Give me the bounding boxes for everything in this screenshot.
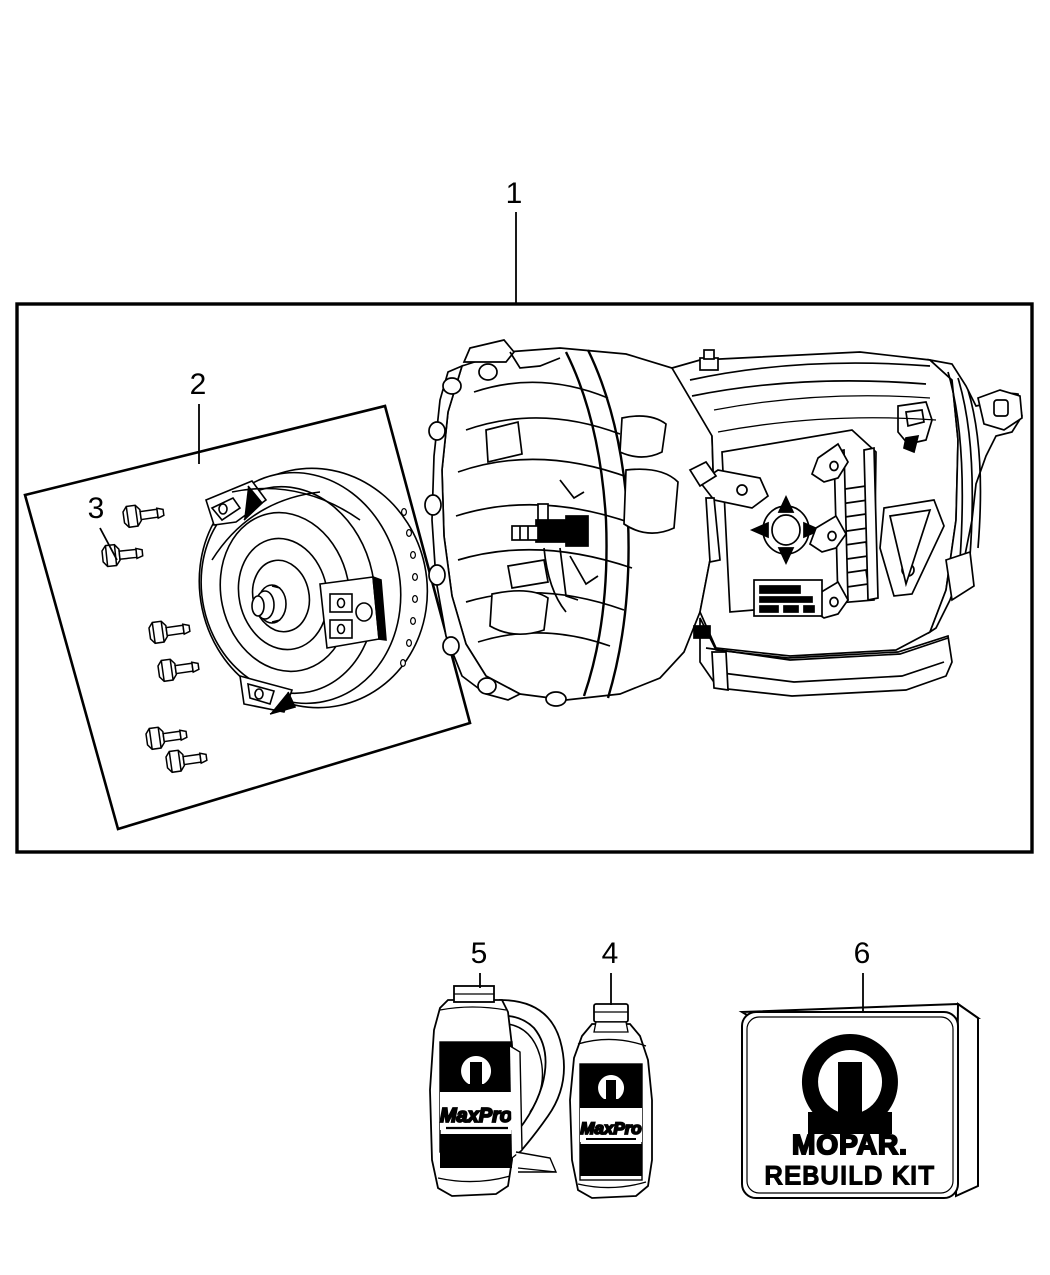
bottle-shoulder-contour	[577, 1038, 647, 1047]
transmission-oil-pan	[693, 617, 953, 697]
kit-brand-text: MOPAR.	[792, 1129, 908, 1160]
transmission-assembly-group	[15, 302, 1034, 854]
input-shaft-assembly	[511, 479, 599, 613]
bell-housing-boss	[507, 559, 549, 589]
transmission-id-plate	[753, 579, 823, 617]
bottle-bottom-contour	[577, 1181, 647, 1189]
transmission-fluid-quart: MaxPro	[569, 1003, 653, 1199]
automatic-transmission	[424, 339, 1023, 707]
leader-line-3	[99, 527, 118, 561]
kit-subtitle-text: REBUILD KIT	[765, 1162, 936, 1190]
oil-pan-corner	[711, 651, 729, 691]
bottle-neck	[593, 1021, 629, 1033]
jug-brand-text: MaxPro	[440, 1105, 512, 1127]
callout-leaders	[99, 212, 864, 1012]
callout-number-6: 6	[854, 937, 871, 970]
torque-converter	[198, 467, 429, 715]
bolt	[165, 749, 208, 774]
bell-housing	[424, 339, 715, 707]
kit-box-front-inner-edge	[746, 1016, 954, 1194]
bell-housing-flange	[431, 364, 522, 701]
jug-label-mid-stripe	[440, 1092, 512, 1130]
solenoid-connector-boss	[749, 494, 823, 566]
converter-hub	[251, 584, 287, 624]
bottle-label-bottom-band	[580, 1144, 642, 1176]
bolt	[157, 658, 200, 683]
converter-face-contour	[231, 487, 361, 521]
output-flange	[977, 389, 1023, 431]
case-vent-fitting	[699, 349, 719, 371]
callout-numbers: 1 2 3 4 5 6	[88, 177, 871, 970]
bolt	[122, 504, 165, 529]
rebuild-kit-box: MOPAR. REBUILD KIT	[738, 1002, 982, 1199]
converter-seam-holes	[400, 508, 419, 667]
transmission-main-case	[670, 349, 959, 657]
jug-label-bottom-band	[440, 1134, 512, 1168]
callout-number-2: 2	[190, 368, 207, 401]
callout-number-1: 1	[506, 177, 523, 210]
mopar-omega-logo	[592, 1070, 629, 1106]
bell-housing-top-pad	[462, 339, 516, 363]
jug-rear-fold	[517, 1167, 557, 1173]
bolt	[148, 620, 191, 645]
main-case-top-seam	[689, 362, 931, 381]
main-case-top-seam	[691, 380, 927, 397]
kit-box-side-face	[954, 1002, 979, 1198]
callout-number-3: 3	[88, 492, 105, 525]
tail-housing	[927, 358, 1023, 635]
converter-drive-lug	[205, 480, 268, 526]
bell-housing-recess	[619, 415, 667, 458]
bolt	[101, 543, 144, 568]
converter-drive-lug	[319, 575, 387, 649]
jug-shoulder-contour	[439, 1006, 507, 1011]
jug-rear-fold	[515, 1151, 558, 1173]
tail-lower-bracket	[945, 550, 975, 602]
bell-housing-recess	[485, 420, 523, 464]
transmission-fluid-gallon: MaxPro	[429, 985, 565, 1197]
bottle-cap	[593, 1003, 629, 1023]
converter-drive-lug	[239, 674, 297, 715]
jug-bottom-contour	[437, 1175, 511, 1183]
bolt	[145, 726, 188, 751]
bell-housing-rim-seam	[509, 351, 561, 369]
oil-pan-rim	[705, 637, 949, 661]
callout-number-5: 5	[471, 937, 488, 970]
bell-housing-bolt-bosses	[424, 363, 567, 707]
assembly-outer-box	[15, 302, 1034, 854]
tail-housing-ribs	[947, 371, 982, 561]
callout-number-4: 4	[602, 937, 619, 970]
bell-housing-recess	[623, 468, 679, 534]
manual-lever-bracket	[688, 460, 770, 564]
mopar-omega-logo	[454, 1050, 497, 1092]
bell-housing-arch-rib	[564, 351, 608, 697]
oil-pan-drain-plug	[693, 625, 711, 639]
bottle-brand-text: MaxPro	[580, 1119, 641, 1138]
bell-housing-recess	[489, 589, 549, 635]
jug-right-depth-line	[509, 1045, 523, 1159]
mopar-omega-logo	[801, 1034, 898, 1134]
case-surface-contours	[713, 395, 937, 433]
torque-converter-bolts	[101, 504, 208, 774]
case-upper-mount-tab	[897, 401, 933, 454]
case-gusset-bracket	[879, 499, 945, 597]
oil-pan-lower-lip	[713, 661, 945, 683]
jug-handle-inner	[507, 1023, 544, 1113]
bottle-label-mid-stripe	[580, 1108, 642, 1142]
converter-face-contour	[211, 491, 321, 561]
